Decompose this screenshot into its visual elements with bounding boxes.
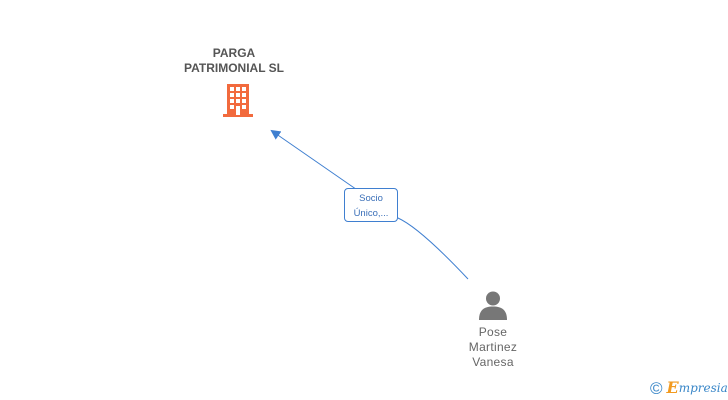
person-name-line3: Vanesa [472,355,514,369]
company-node[interactable]: PARGA PATRIMONIAL SL [174,46,294,117]
company-name-line2: PATRIMONIAL SL [184,61,284,75]
copyright-icon: © [650,378,663,398]
person-name: Pose Martinez Vanesa [438,325,548,370]
company-name-line1: PARGA [212,46,256,60]
building-icon [223,84,253,117]
edge-connector-line [270,129,469,280]
empresia-logo: © E mpresia [650,378,728,398]
edge-label-line2: Único,... [353,208,389,219]
brand-initial: E [666,378,679,397]
person-name-line2: Martinez [468,340,518,354]
person-name-line1: Pose [478,325,508,339]
person-icon [479,291,507,320]
edge-label-line1: Socio [359,193,383,204]
edge-label-socio-unico[interactable]: Socio Único,... [344,188,398,222]
brand-name: mpresia [678,381,728,395]
